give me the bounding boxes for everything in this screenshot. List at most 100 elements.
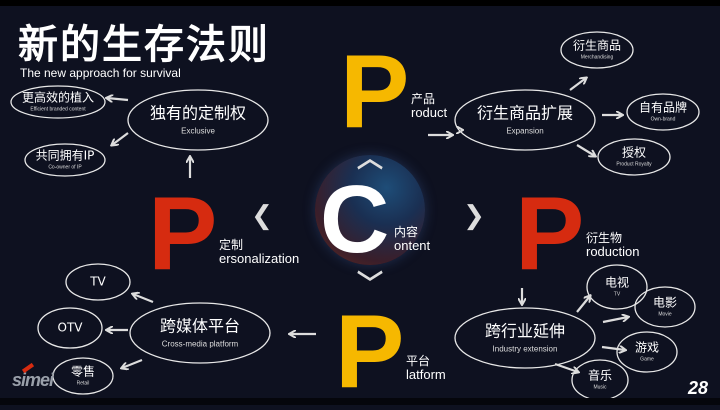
brand-logo: simei (12, 362, 54, 391)
ellipse-exclusive (127, 89, 269, 151)
node-zh: 跨行业延伸 (484, 321, 566, 341)
node-zh: 游戏 (634, 340, 660, 355)
node-zh: 音乐 (587, 368, 613, 383)
page-title: 新的生存法则 (18, 22, 270, 68)
ellipse-movie (634, 286, 696, 328)
platform-label: 平台 latform (406, 355, 446, 381)
ellipse-crossmedia (129, 302, 271, 364)
node-exclusive: 独有的定制权 Exclusive (150, 104, 246, 135)
personalization-zh: 定制 (219, 238, 244, 252)
node-en: Product Royalty (616, 161, 652, 168)
node-en: Industry extension (492, 344, 558, 353)
page-subtitle: The new approach for survival (20, 66, 181, 80)
center-label-en: ontent (394, 238, 431, 253)
ellipse-expansion (454, 89, 596, 151)
node-en: Merchandising (580, 54, 614, 61)
node-otv: OTV (58, 321, 83, 334)
product-zh: 产品 (411, 92, 436, 106)
personalization-letter: P (148, 176, 218, 292)
node-en: Retail (76, 380, 90, 387)
arrow (601, 347, 625, 350)
page-number: 28 (688, 378, 709, 398)
chevron-up-icon: ︿ (356, 143, 384, 173)
ellipse-royalty (597, 138, 671, 176)
arrow (576, 296, 590, 313)
node-zh: 自有品牌 (638, 100, 688, 115)
center-letter: C (320, 166, 390, 273)
production-label: 衍生物 roduction (586, 232, 639, 258)
product-letter: P (340, 34, 410, 150)
arrow (133, 294, 154, 304)
node-crossmedia: 跨媒体平台 Cross-media platform (160, 317, 240, 348)
production-zh: 衍生物 (586, 231, 623, 245)
ellipse-industry (454, 307, 596, 369)
arrow (569, 78, 586, 91)
platform-en: latform (406, 367, 446, 382)
node-zh: 独有的定制权 (149, 103, 247, 123)
arrow (576, 144, 595, 156)
chevron-right-icon: ❯ (463, 200, 485, 230)
production-en: roduction (586, 244, 640, 259)
node-en: Co-owner of IP (48, 164, 82, 171)
node-en: Expansion (506, 126, 544, 135)
arrow (122, 358, 143, 368)
node-en: TV (613, 291, 621, 298)
arrow (107, 98, 129, 100)
chevron-down-icon: ﹀ (356, 269, 384, 299)
arrow (554, 362, 578, 372)
platform-zh: 平台 (406, 354, 431, 368)
node-zh: 跨媒体平台 (159, 316, 241, 336)
node-zh: 衍生商品 (572, 38, 622, 53)
node-zh: TV (90, 274, 106, 289)
node-tv-left: TV (90, 275, 106, 288)
ellipse-tv-right (586, 264, 648, 310)
node-expansion: 衍生商品扩展 Expansion (477, 104, 573, 135)
node-en: Own-brand (650, 116, 676, 123)
node-zh: 零售 (70, 364, 96, 379)
personalization-en: ersonalization (219, 251, 300, 266)
ellipse-otv (37, 307, 103, 349)
product-label: 产品 roduct (411, 93, 447, 119)
product-en: roduct (411, 105, 448, 120)
node-en: Exclusive (181, 126, 215, 135)
ellipse-merch (560, 31, 634, 69)
chevron-left-icon: ❮ (251, 200, 273, 230)
node-industry: 跨行业延伸 Industry extension (485, 322, 565, 353)
ellipse-coowner (24, 143, 106, 177)
logo-text: simei (12, 370, 54, 390)
node-en: Game (640, 356, 654, 363)
node-zh: OTV (57, 320, 83, 335)
node-en: Efficient branded content (30, 106, 86, 113)
content-globe (315, 155, 425, 265)
node-zh: 衍生商品扩展 (476, 103, 574, 123)
ellipse-ownbrand (626, 93, 700, 131)
ellipse-retail (52, 357, 114, 395)
bottom-bar (0, 398, 720, 405)
node-zh: 电视 (604, 275, 630, 290)
arrow (112, 132, 129, 145)
top-bar (0, 0, 720, 6)
node-zh: 电影 (652, 295, 678, 310)
ellipse-game (616, 331, 678, 373)
node-en: Cross-media platform (161, 339, 239, 348)
platform-letter: P (335, 294, 405, 410)
node-zh: 授权 (621, 145, 647, 160)
node-en: Music (593, 384, 607, 391)
node-zh: 更高效的植入 (21, 90, 95, 105)
node-en: Movie (658, 311, 672, 318)
personalization-label: 定制 ersonalization (219, 239, 299, 265)
center-label: 内容 ontent (394, 226, 430, 252)
node-zh: 共同拥有IP (35, 148, 95, 163)
ellipse-tv-left (65, 263, 131, 301)
